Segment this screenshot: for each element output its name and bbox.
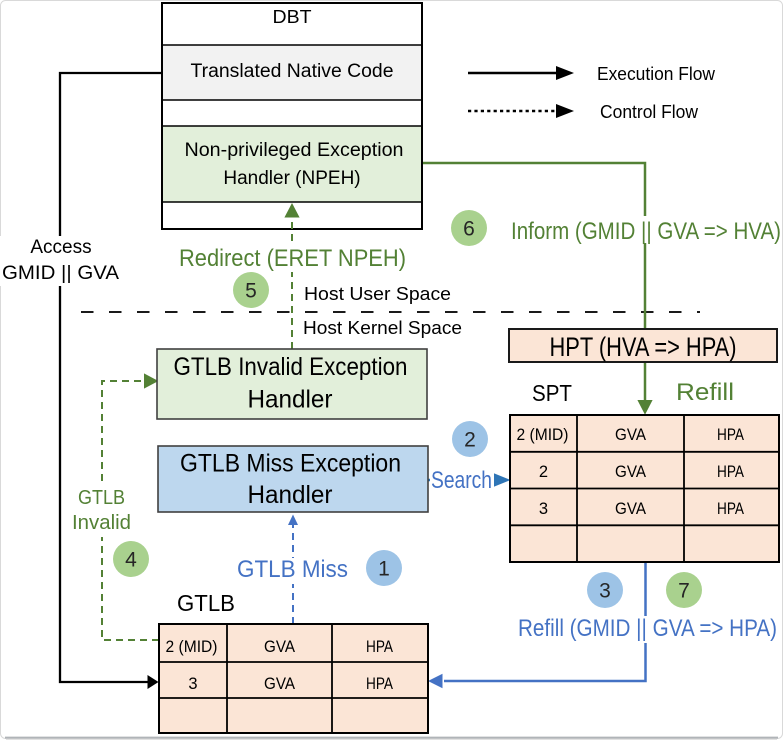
svg-text:HPA: HPA xyxy=(717,463,744,481)
svg-text:HPT (HVA => HPA): HPT (HVA => HPA) xyxy=(550,332,737,362)
svg-text:GTLB Invalid Exception: GTLB Invalid Exception xyxy=(174,353,408,381)
svg-text:HPA: HPA xyxy=(366,675,393,693)
svg-text:Redirect (ERET NPEH): Redirect (ERET NPEH) xyxy=(179,245,406,272)
svg-text:2 (MID): 2 (MID) xyxy=(166,638,218,656)
svg-text:GMID || GVA: GMID || GVA xyxy=(2,263,119,284)
svg-text:7: 7 xyxy=(678,580,690,603)
svg-text:GVA: GVA xyxy=(264,675,295,693)
svg-text:GTLB Miss: GTLB Miss xyxy=(237,556,348,583)
svg-text:Search: Search xyxy=(431,467,492,494)
svg-text:4: 4 xyxy=(125,549,137,572)
svg-text:Translated Native Code: Translated Native Code xyxy=(191,61,394,82)
svg-text:Inform (GMID || GVA => HVA): Inform (GMID || GVA => HVA) xyxy=(511,218,781,245)
svg-text:3: 3 xyxy=(188,675,197,693)
svg-text:2: 2 xyxy=(539,463,548,481)
svg-text:Access: Access xyxy=(30,237,91,258)
svg-text:Execution Flow: Execution Flow xyxy=(597,64,716,84)
svg-text:GVA: GVA xyxy=(264,638,295,656)
svg-text:GTLB Miss Exception: GTLB Miss Exception xyxy=(180,450,401,478)
svg-text:Host Kernel Space: Host Kernel Space xyxy=(303,317,462,338)
svg-text:Refill (GMID || GVA => HPA): Refill (GMID || GVA => HPA) xyxy=(518,615,777,642)
svg-text:HPA: HPA xyxy=(717,426,744,444)
svg-text:Invalid: Invalid xyxy=(72,512,131,534)
svg-text:1: 1 xyxy=(378,558,390,581)
svg-text:GVA: GVA xyxy=(615,500,646,518)
svg-text:Host User Space: Host User Space xyxy=(304,283,451,304)
svg-text:Control Flow: Control Flow xyxy=(600,102,699,122)
svg-text:HPA: HPA xyxy=(717,500,744,518)
svg-text:DBT: DBT xyxy=(273,7,312,27)
svg-text:3: 3 xyxy=(539,500,548,518)
svg-text:5: 5 xyxy=(245,280,257,303)
svg-text:GVA: GVA xyxy=(615,463,646,481)
svg-text:Handler: Handler xyxy=(248,481,333,509)
svg-text:Handler: Handler xyxy=(248,386,333,414)
svg-text:GTLB: GTLB xyxy=(78,487,125,509)
svg-text:Handler (NPEH): Handler (NPEH) xyxy=(223,168,360,189)
svg-text:GTLB: GTLB xyxy=(177,590,235,616)
svg-text:3: 3 xyxy=(599,580,611,603)
svg-text:6: 6 xyxy=(463,218,475,241)
svg-text:HPA: HPA xyxy=(366,638,393,656)
svg-text:Refill: Refill xyxy=(676,379,734,406)
svg-text:2 (MID): 2 (MID) xyxy=(517,426,569,444)
svg-text:SPT: SPT xyxy=(532,380,572,406)
svg-text:GVA: GVA xyxy=(615,426,646,444)
svg-text:2: 2 xyxy=(464,429,476,452)
svg-text:Non-privileged Exception: Non-privileged Exception xyxy=(185,140,404,161)
